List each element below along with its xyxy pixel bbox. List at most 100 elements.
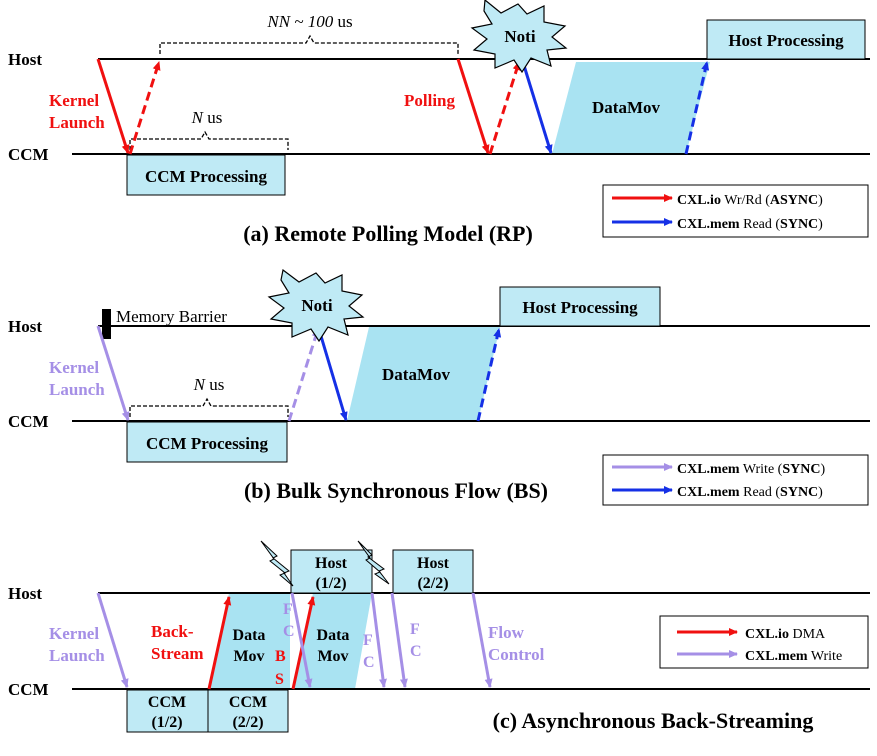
legend-box <box>659 615 869 669</box>
host-processing-box <box>499 286 661 327</box>
back-stream-arrow-1 <box>207 596 232 690</box>
kernel-launch-arrow <box>96 325 130 421</box>
nn-brace <box>159 34 459 54</box>
fc-label-2-c: C <box>363 654 375 671</box>
fc-label-3-f: F <box>410 621 420 638</box>
flow-label: Flow <box>488 623 525 642</box>
host-label: Host <box>8 317 42 336</box>
back-stream-label-bot: Stream <box>151 644 204 663</box>
sync-read-arrow <box>316 325 348 421</box>
host-1-2-box <box>290 549 373 594</box>
nn-label: NN ~ 100 us <box>266 12 352 31</box>
host-2-2-label-top: Host <box>417 555 450 572</box>
bs-label-s: S <box>275 671 284 688</box>
ccm-1-2-label-bot: (1/2) <box>151 714 182 731</box>
legend-sync-text: CXL.mem Read (SYNC) <box>677 217 823 232</box>
back-stream-label-top: Back- <box>151 622 194 641</box>
polling-label: Polling <box>404 91 456 110</box>
datamov-region-1 <box>209 593 290 689</box>
kernel-label: Kernel <box>49 358 99 377</box>
sync-read-arrow <box>520 58 553 154</box>
legend-dma-text: CXL.io DMA <box>745 627 826 642</box>
legend-write-text: CXL.mem Write <box>745 649 842 664</box>
host-1-2-label-top: Host <box>315 555 348 572</box>
noti-burst-icon <box>470 0 568 74</box>
n-label: N us <box>193 375 225 394</box>
ccm-label: CCM <box>8 145 49 164</box>
polling-arrow-up <box>488 61 521 155</box>
n-brace <box>129 397 289 417</box>
panel-b: DataMov Host CCM Memory Barrier CCM Proc… <box>8 268 870 506</box>
ccm-processing-box <box>126 154 286 196</box>
flow-control-arrow-4 <box>471 592 493 688</box>
datamov-region <box>552 62 710 154</box>
polling-request-arrow-1 <box>128 61 161 155</box>
ccm-2-2-label-bot: (2/2) <box>232 714 263 731</box>
n-brace <box>129 130 289 150</box>
noti-burst-icon <box>267 268 365 343</box>
ccm-2-2-box <box>207 689 289 733</box>
fc-label-1-f: F <box>283 601 293 618</box>
caption-a: (a) Remote Polling Model (RP) <box>243 221 533 246</box>
datamov-1-top: Data <box>233 627 266 644</box>
control-label: Control <box>488 645 545 664</box>
notify-write-arrow <box>287 328 320 422</box>
fc-label-3-c: C <box>410 643 422 660</box>
legend-async-text: CXL.io Wr/Rd (ASYNC) <box>677 193 823 208</box>
memory-barrier-label: Memory Barrier <box>116 307 227 326</box>
launch-label: Launch <box>49 113 105 132</box>
datamov-region-2 <box>293 593 372 689</box>
ccm-1-2-label-top: CCM <box>148 694 186 711</box>
lightning-icon-1 <box>260 540 294 587</box>
flow-control-arrow-3 <box>390 592 408 688</box>
ccm-processing-label: CCM Processing <box>146 434 268 453</box>
caption-b: (b) Bulk Synchronous Flow (BS) <box>244 478 548 503</box>
panel-c: Host CCM Host (1/2) Host (2/2) CCM (1/2)… <box>8 540 870 733</box>
lightning-icon-2 <box>357 540 390 585</box>
launch-label: Launch <box>49 380 105 399</box>
datamov-2-bot: Mov <box>317 648 348 665</box>
kernel-label: Kernel <box>49 624 99 643</box>
flow-control-arrow-2 <box>370 592 387 688</box>
ccm-processing-label: CCM Processing <box>145 167 267 186</box>
fc-label-2-f: F <box>363 632 373 649</box>
host-2-2-box <box>392 549 474 594</box>
datamov-label: DataMov <box>592 98 660 117</box>
panel-a: DataMov Host CCM CCM Processing Host Pro… <box>8 0 870 246</box>
datamov-region <box>347 327 500 421</box>
host-label: Host <box>8 584 42 603</box>
host-1-2-label-bot: (1/2) <box>315 575 346 592</box>
host-label: Host <box>8 50 42 69</box>
data-return-arrow <box>476 328 502 422</box>
datamov-2-top: Data <box>317 627 350 644</box>
kernel-label: Kernel <box>49 91 99 110</box>
bs-label-b: B <box>275 648 286 665</box>
datamov-1-bot: Mov <box>233 648 264 665</box>
flow-control-arrow-1 <box>290 592 313 688</box>
polling-arrow-down <box>456 58 490 154</box>
noti-label: Noti <box>301 296 332 315</box>
n-label: N us <box>191 108 223 127</box>
ccm-1-2-box <box>126 689 209 733</box>
legend-read-text: CXL.mem Read (SYNC) <box>677 485 823 500</box>
ccm-label: CCM <box>8 412 49 431</box>
kernel-launch-arrow <box>96 592 129 688</box>
legend-write-text: CXL.mem Write (SYNC) <box>677 462 825 477</box>
host-processing-label: Host Processing <box>522 298 638 317</box>
ccm-label: CCM <box>8 680 49 699</box>
launch-label: Launch <box>49 646 105 665</box>
fc-label-1-c: C <box>283 623 295 640</box>
host-2-2-label-bot: (2/2) <box>417 575 448 592</box>
host-processing-box <box>706 19 866 60</box>
ccm-2-2-label-top: CCM <box>229 694 267 711</box>
datamov-label: DataMov <box>382 365 450 384</box>
legend-box <box>602 184 869 238</box>
ccm-processing-box <box>126 421 288 463</box>
memory-barrier-marker <box>102 309 111 339</box>
legend-box <box>602 454 869 506</box>
kernel-launch-arrow <box>96 58 130 154</box>
caption-c: (c) Asynchronous Back-Streaming <box>493 708 814 733</box>
noti-label: Noti <box>504 27 535 46</box>
data-return-arrow <box>684 61 710 155</box>
